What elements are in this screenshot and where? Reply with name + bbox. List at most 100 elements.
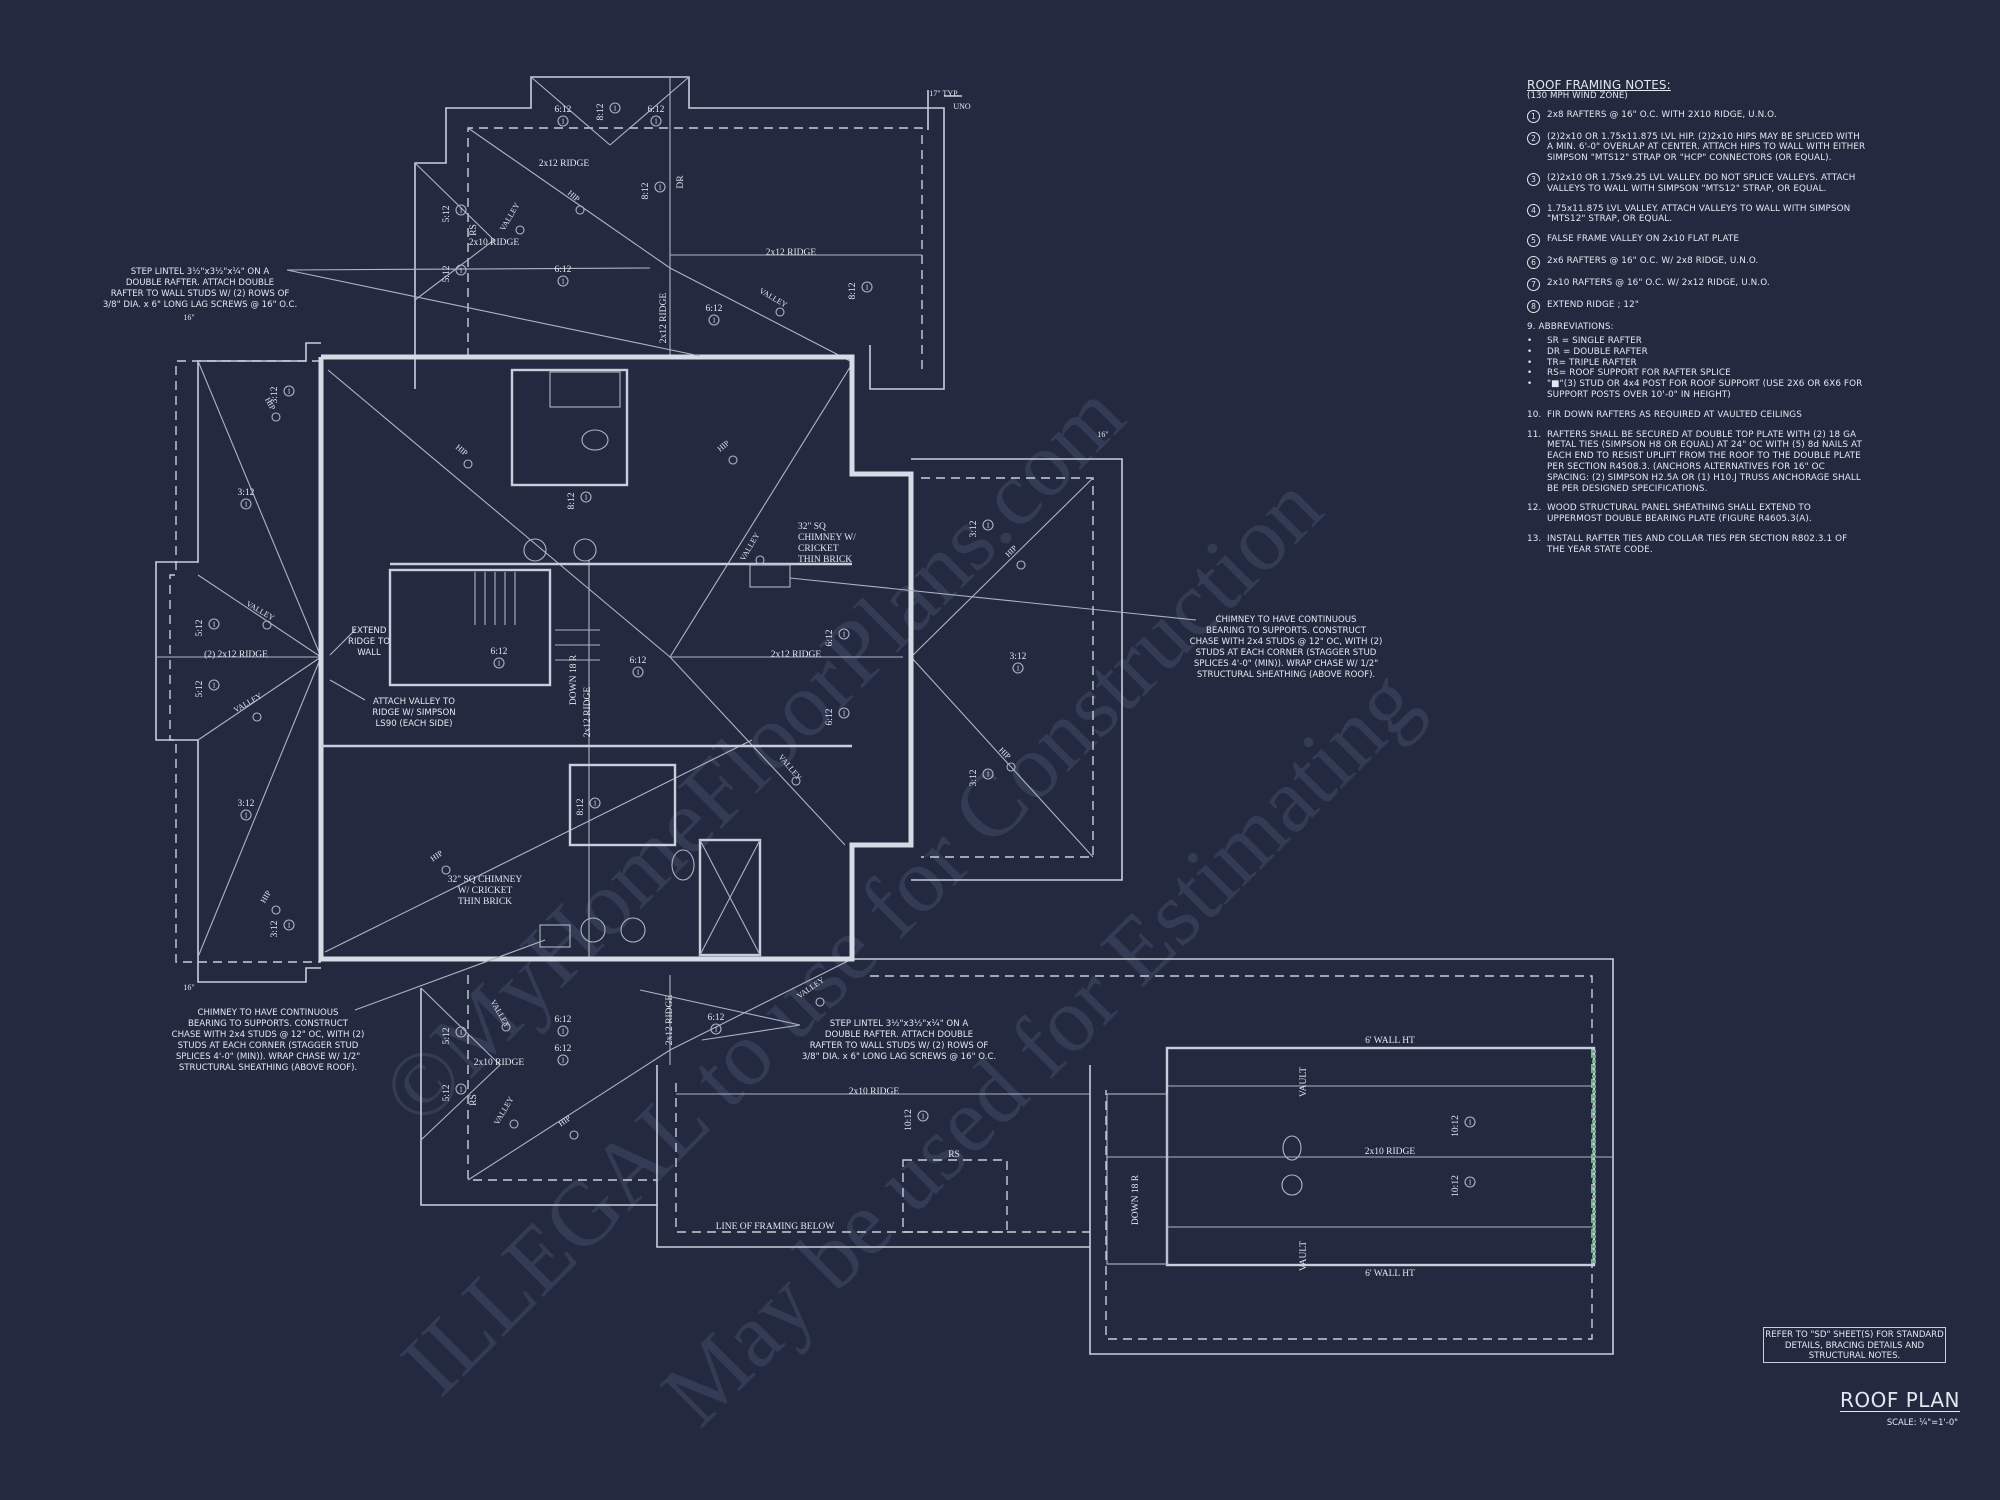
dimension-16: 16" — [1097, 430, 1108, 439]
toilet-icon — [671, 849, 695, 881]
svg-text:6:12: 6:12 — [555, 105, 572, 115]
note-ref-circle — [708, 314, 720, 326]
svg-text:BEARING TO SUPPORTS. CONSTRUCT: BEARING TO SUPPORTS. CONSTRUCT — [188, 1019, 349, 1029]
svg-text:(2) 2x12 RIDGE: (2) 2x12 RIDGE — [204, 649, 268, 660]
svg-text:3:12: 3:12 — [969, 769, 979, 786]
svg-text:1: 1 — [654, 118, 658, 126]
roof-framing-notes: ROOF FRAMING NOTES: (130 MPH WIND ZONE) … — [1527, 78, 1867, 565]
svg-text:WALL: WALL — [357, 648, 381, 658]
note-text: 1.75x11.875 LVL VALLEY. ATTACH VALLEYS T… — [1547, 203, 1851, 225]
refer-sd-sheets-box: REFER TO "SD" SHEET(S) FOR STANDARD DETA… — [1763, 1327, 1946, 1363]
abbreviation-item: •SR = SINGLE RAFTER — [1527, 335, 1643, 346]
note-number: 2 — [1527, 131, 1547, 164]
note-text: RAFTERS SHALL BE SECURED AT DOUBLE TOP P… — [1547, 429, 1862, 494]
left-roof-outline — [155, 342, 321, 983]
svg-text:1: 1 — [584, 494, 588, 502]
dimension-16: 16" — [183, 313, 194, 322]
note-ref-circle — [838, 707, 850, 719]
svg-text:STEP LINTEL 3½"x3½"x¼" ON A: STEP LINTEL 3½"x3½"x¼" ON A — [830, 1019, 969, 1029]
pitch-label: 6:121 — [630, 656, 647, 678]
note-number: 3 — [1527, 172, 1547, 195]
notes-title: ROOF FRAMING NOTES: — [1527, 78, 1671, 92]
svg-text:ATTACH VALLEY TO: ATTACH VALLEY TO — [373, 697, 455, 707]
dimension-typ: 17" TYP. — [929, 89, 958, 98]
pitch-label: 6:121 — [555, 1044, 572, 1066]
note-ref-marker — [1016, 560, 1026, 570]
note-ref-circle — [1012, 662, 1024, 674]
note-ref-circle — [283, 385, 295, 397]
svg-text:CHASE WITH 2x4 STUDS @ 12" OC,: CHASE WITH 2x4 STUDS @ 12" OC, WITH (2) — [1190, 637, 1383, 647]
ridge-label: 2x12 RIDGE — [583, 687, 593, 738]
svg-text:3:12: 3:12 — [969, 520, 979, 537]
ridge-label: 2x12 RIDGE — [665, 995, 675, 1046]
note-number: 4 — [1527, 203, 1547, 226]
svg-text:1: 1 — [1468, 1119, 1472, 1127]
note-ref-marker — [1006, 762, 1016, 772]
valley-label: VALLEY — [232, 691, 264, 714]
note-ref-marker — [509, 1119, 519, 1129]
note-number: 13. — [1527, 533, 1542, 544]
svg-text:1: 1 — [561, 278, 565, 286]
svg-text:SPLICES 4'-0" (MIN)). WRAP CHA: SPLICES 4'-0" (MIN)). WRAP CHASE W/ 1/2" — [1194, 659, 1378, 669]
note-ref-marker — [271, 905, 281, 915]
svg-text:10:12: 10:12 — [904, 1109, 914, 1131]
closet-lower — [568, 763, 677, 847]
svg-text:1: 1 — [986, 522, 990, 530]
svg-text:1: 1 — [561, 1028, 565, 1036]
svg-text:2x12 RIDGE: 2x12 RIDGE — [659, 293, 669, 344]
abbreviations-list: •SR = SINGLE RAFTER•DR = DOUBLE RAFTER•T… — [1527, 336, 1867, 401]
note-text: FALSE FRAME VALLEY ON 2x10 FLAT PLATE — [1547, 234, 1740, 245]
pitch-label: 6:121 — [706, 304, 723, 326]
tub-icon — [549, 371, 621, 408]
bonus-roof-eave — [870, 975, 1593, 1340]
hip-line — [197, 656, 322, 958]
hip-line — [530, 76, 611, 146]
svg-text:1: 1 — [459, 1029, 463, 1037]
svg-text:BEARING TO SUPPORTS. CONSTRUCT: BEARING TO SUPPORTS. CONSTRUCT — [1206, 626, 1367, 636]
valley-line — [420, 1064, 501, 1141]
rs-box — [902, 1159, 1008, 1233]
pitch-label: 3:121 — [1010, 652, 1027, 674]
ridge-label: 2x10 RIDGE — [469, 238, 520, 248]
note-ref-marker — [569, 1130, 579, 1140]
sheet-title: ROOF PLAN — [1839, 1388, 1960, 1412]
dimension-uno: UNO — [953, 102, 971, 111]
svg-text:2x10 RIDGE: 2x10 RIDGE — [474, 1058, 525, 1068]
note-ref-circle — [710, 1023, 722, 1035]
note-item: 13.INSTALL RAFTER TIES AND COLLAR TIES P… — [1527, 534, 1867, 556]
note-ref-marker — [501, 1022, 511, 1032]
svg-text:2x12 RIDGE: 2x12 RIDGE — [766, 248, 817, 258]
svg-text:6:12: 6:12 — [825, 708, 835, 725]
svg-text:1: 1 — [1016, 665, 1020, 673]
hip-label: HIP — [716, 438, 732, 454]
toilet-icon — [1282, 1135, 1302, 1161]
down-label: DOWN 18 R — [569, 654, 579, 705]
note-ref-marker — [463, 459, 473, 469]
svg-text:DOUBLE RAFTER. ATTACH DOUBLE: DOUBLE RAFTER. ATTACH DOUBLE — [126, 278, 274, 288]
hip-label: HIP — [259, 888, 274, 904]
svg-text:2x10 RIDGE: 2x10 RIDGE — [469, 238, 520, 248]
ridge-label: 2x12 RIDGE — [539, 159, 590, 169]
chimney-lower — [539, 924, 571, 948]
ridge-label: 2x10 RIDGE — [474, 1058, 525, 1068]
svg-text:1: 1 — [497, 660, 501, 668]
rs-label: RS — [469, 1094, 479, 1106]
svg-text:1: 1 — [459, 207, 463, 215]
floor-walls — [318, 90, 1596, 1267]
svg-text:6:12: 6:12 — [555, 1015, 572, 1025]
svg-text:1: 1 — [212, 682, 216, 690]
note-text: FIR DOWN RAFTERS AS REQUIRED AT VAULTED … — [1547, 409, 1802, 420]
svg-text:1: 1 — [212, 621, 216, 629]
hip-line — [327, 369, 671, 658]
valley-line — [669, 656, 846, 846]
svg-text:2x12 RIDGE: 2x12 RIDGE — [771, 650, 822, 660]
note-ref-circle — [493, 657, 505, 669]
